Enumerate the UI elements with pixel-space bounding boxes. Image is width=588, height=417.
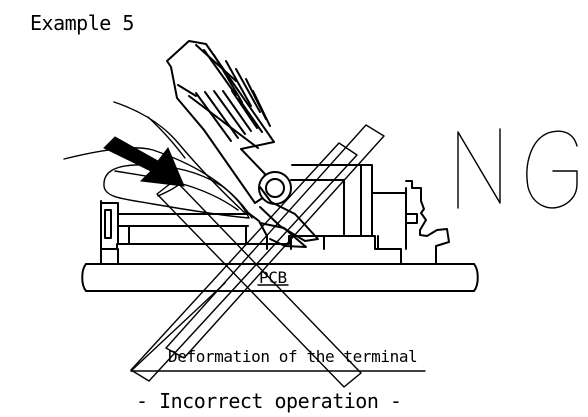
ng-cross-mark (130, 124, 385, 388)
connector-lever (166, 40, 275, 204)
caption: - Incorrect operation - (136, 389, 401, 413)
press-arrow-icon (103, 136, 185, 187)
ng-mark: NG (457, 128, 578, 209)
pcb-label-group: PCB (257, 268, 289, 287)
deformation-callout: Deformation of the terminal (130, 282, 426, 372)
deformation-label: Deformation of the terminal (168, 347, 417, 366)
pivot-joint (246, 171, 319, 248)
example-title: Example 5 (30, 11, 134, 35)
pcb-label: PCB (259, 268, 287, 287)
